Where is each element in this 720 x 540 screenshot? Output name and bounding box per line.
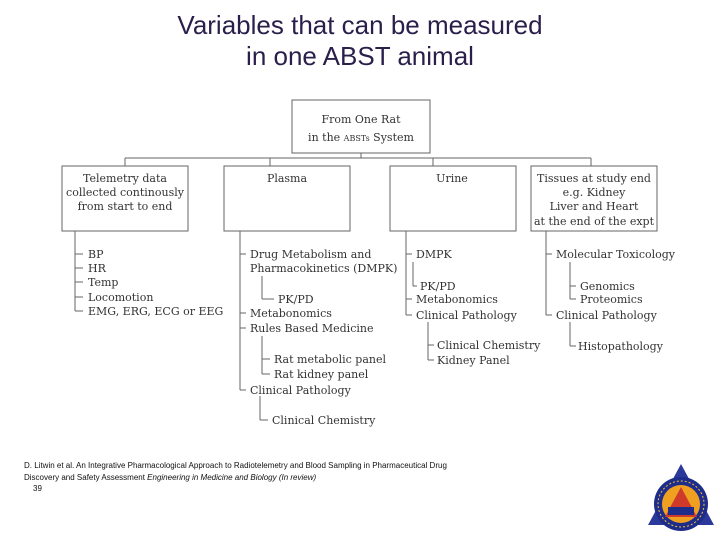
slide-title: Variables that can be measured in one AB… [0,10,720,72]
plasma-item: Metabonomics [250,307,332,320]
title-line-1: Variables that can be measured [177,10,543,40]
plasma-item: Pharmacokinetics (DMPK) [250,262,397,275]
telemetry-item: BP [88,248,104,261]
tissues-line-4: at the end of the expt [534,215,655,228]
urine-item: PK/PD [420,280,456,293]
plasma-item: PK/PD [278,293,314,306]
tissues-item: Proteomics [580,293,643,306]
telemetry-line-2: collected continously [66,186,185,199]
branch-box-tissues [530,165,658,232]
urine-item: Clinical Pathology [416,309,518,322]
plasma-label: Plasma [267,172,308,185]
root-box [291,99,431,154]
urine-item: Metabonomics [416,293,498,306]
title-line-2: in one ABST animal [246,41,474,71]
tissues-item: Genomics [580,280,635,293]
tissues-item: Histopathology [578,340,664,353]
plasma-item: Drug Metabolism and [250,248,371,261]
telemetry-line-3: from start to end [78,200,173,213]
telemetry-item: EMG, ERG, ECG or EEG [88,305,223,318]
citation-line-2: Discovery and Safety Assessment Engineer… [24,473,317,482]
citation-line-1: D. Litwin et al. An Integrative Pharmaco… [24,461,447,470]
telemetry-item: Temp [88,276,118,289]
urine-item: DMPK [416,248,452,261]
branch-box-telemetry [61,165,189,232]
branch-box-plasma [223,165,351,232]
plasma-item: Rules Based Medicine [250,322,373,335]
society-logo-icon [648,464,714,531]
tissues-item: Molecular Toxicology [556,248,676,261]
tissues-line-3: Liver and Heart [550,200,639,213]
tissues-item: Clinical Pathology [556,309,658,322]
plasma-item: Rat metabolic panel [274,353,386,366]
plasma-item: Clinical Pathology [250,384,352,397]
page-number: 39 [33,484,42,493]
tissues-line-1: Tissues at study end [537,172,651,185]
root-line-2: in the ABSTs System [308,131,414,144]
branch-box-urine [389,165,517,232]
root-line-1: From One Rat [321,113,401,126]
telemetry-line-1: Telemetry data [83,172,167,185]
telemetry-item: Locomotion [88,291,153,304]
urine-item: Kidney Panel [437,354,510,367]
telemetry-item: HR [88,262,107,275]
citation: D. Litwin et al. An Integrative Pharmaco… [24,460,584,484]
urine-label: Urine [436,172,468,185]
plasma-item: Rat kidney panel [274,368,369,381]
urine-item: Clinical Chemistry [437,339,541,352]
tissues-line-2: e.g. Kidney [563,186,626,199]
plasma-item: Clinical Chemistry [272,414,376,427]
